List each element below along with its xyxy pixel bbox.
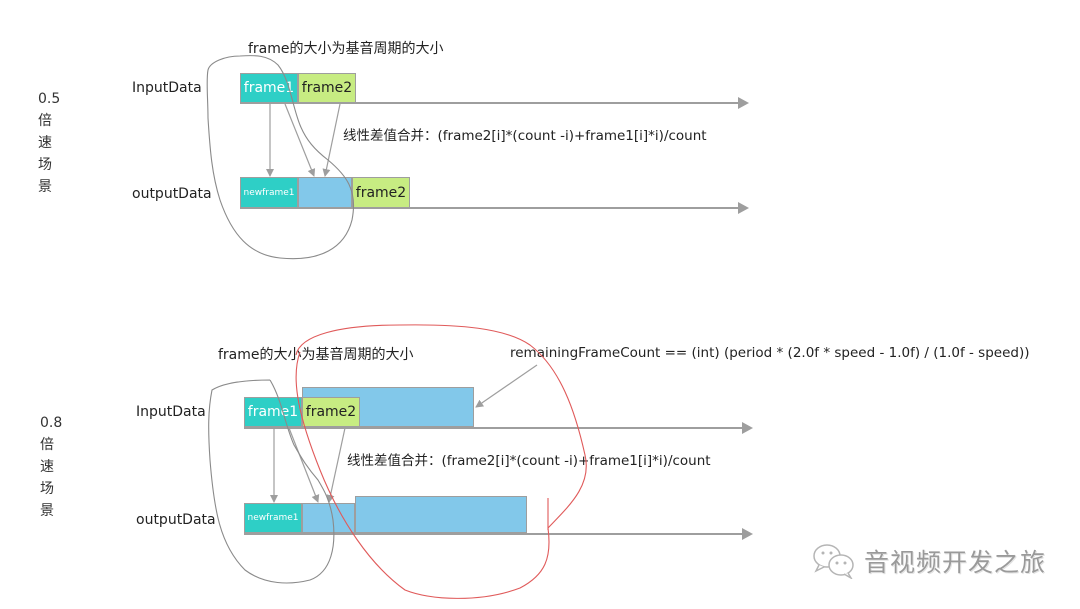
input-frame2-block: frame2 [298, 73, 356, 103]
speed-value: 0.8 [40, 415, 63, 431]
speed-char: 景 [40, 503, 54, 519]
speed-char: 速 [40, 459, 54, 475]
output-timeline-axis [240, 207, 740, 209]
output-remaining-block [355, 496, 527, 533]
input-frame2-block: frame2 [302, 397, 360, 427]
watermark: 音视频开发之旅 [812, 543, 1046, 579]
remaining-pointer-arrow [475, 364, 538, 408]
output-merged-block [298, 177, 352, 208]
flow-arrow [322, 103, 341, 177]
interpolation-formula: 线性差值合并：(frame2[i]*(count -i)+frame1[i]*i… [343, 128, 707, 144]
input-data-label: InputData [132, 80, 202, 96]
speed-value: 0.5 [38, 91, 61, 107]
flow-arrow [288, 427, 320, 503]
output-merged-block [302, 503, 355, 533]
speed-char: 倍 [38, 113, 52, 129]
speed-char: 场 [40, 481, 54, 497]
speed-label-0-8: 0.8 倍 速 场 景 [40, 412, 64, 522]
speed-label-0-5: 0.5 倍 速 场 景 [38, 88, 62, 198]
output-newframe1-block: newframe1 [240, 177, 298, 208]
output-data-label: outputData [136, 512, 216, 528]
interpolation-formula: 线性差值合并：(frame2[i]*(count -i)+frame1[i]*i… [347, 453, 711, 469]
speed-char: 场 [38, 157, 52, 173]
frame-size-note: frame的大小为基音周期的大小 [218, 347, 414, 363]
speed-char: 速 [38, 135, 52, 151]
output-frame2-block: frame2 [352, 177, 410, 208]
input-frame1-block: frame1 [244, 397, 302, 427]
flow-arrow [284, 103, 316, 177]
input-timeline-axis [244, 427, 744, 429]
input-frame1-block: frame1 [240, 73, 298, 103]
output-data-label: outputData [132, 186, 212, 202]
remaining-frame-count-formula: remainingFrameCount == (int) (period * (… [510, 345, 1030, 361]
wechat-icon [813, 544, 854, 579]
input-data-label: InputData [136, 404, 206, 420]
flow-arrow [326, 427, 346, 503]
speed-char: 景 [38, 179, 52, 195]
input-timeline-axis [240, 102, 740, 104]
output-newframe1-block: newframe1 [244, 503, 302, 533]
output-timeline-axis [244, 533, 744, 535]
speed-char: 倍 [40, 437, 54, 453]
watermark-text: 音视频开发之旅 [864, 548, 1047, 577]
frame-size-note: frame的大小为基音周期的大小 [248, 41, 444, 57]
